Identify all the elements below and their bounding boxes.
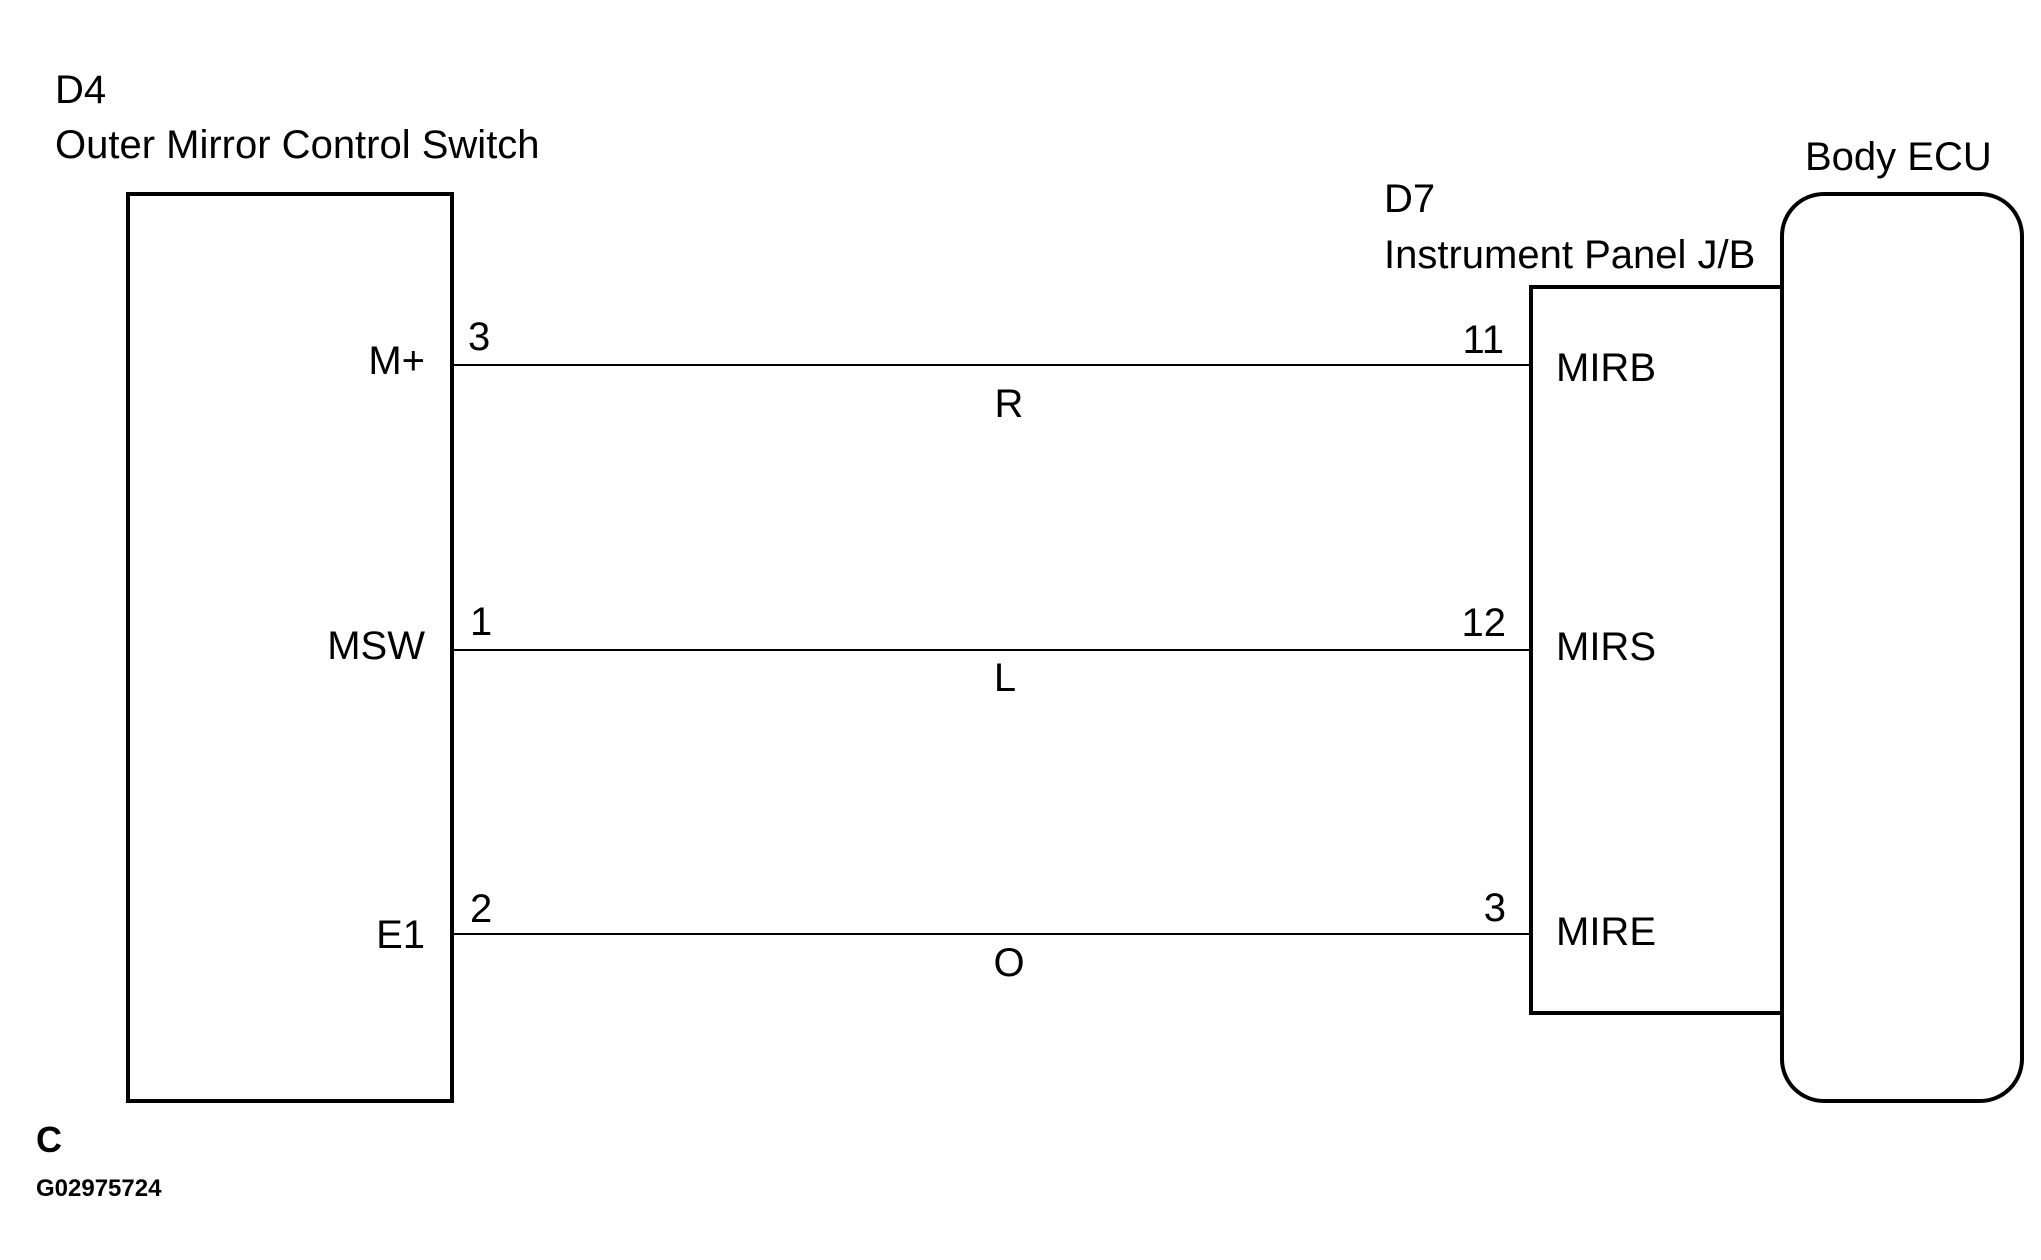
junction-pin-number: 3 [1484,886,1506,930]
switch-signal-label: MSW [327,624,425,668]
switch-connector-code: D4 [55,68,106,112]
switch-pin-number: 2 [470,887,492,931]
switch-box [126,192,454,1103]
junction-connector-code: D7 [1384,177,1435,221]
junction-signal-label: MIRS [1556,625,1656,669]
switch-pin-number: 3 [468,315,490,359]
switch-name: Outer Mirror Control Switch [55,123,540,167]
wire-color-code: R [995,382,1024,426]
junction-signal-label: MIRB [1556,346,1656,390]
switch-pin-number: 1 [470,600,492,644]
switch-signal-label: E1 [376,913,425,957]
ecu-box [1780,192,2024,1103]
junction-pin-number: 11 [1462,318,1504,362]
junction-signal-label: MIRE [1556,910,1656,954]
junction-name: Instrument Panel J/B [1384,233,1755,277]
wire-color-code: L [994,656,1016,700]
junction-pin-number: 12 [1462,601,1507,645]
switch-signal-label: M+ [368,339,425,383]
wire-color-code: O [993,941,1024,985]
condition-label: C [36,1119,62,1160]
figure-code: G02975724 [36,1175,162,1202]
ecu-name: Body ECU [1805,135,1992,179]
